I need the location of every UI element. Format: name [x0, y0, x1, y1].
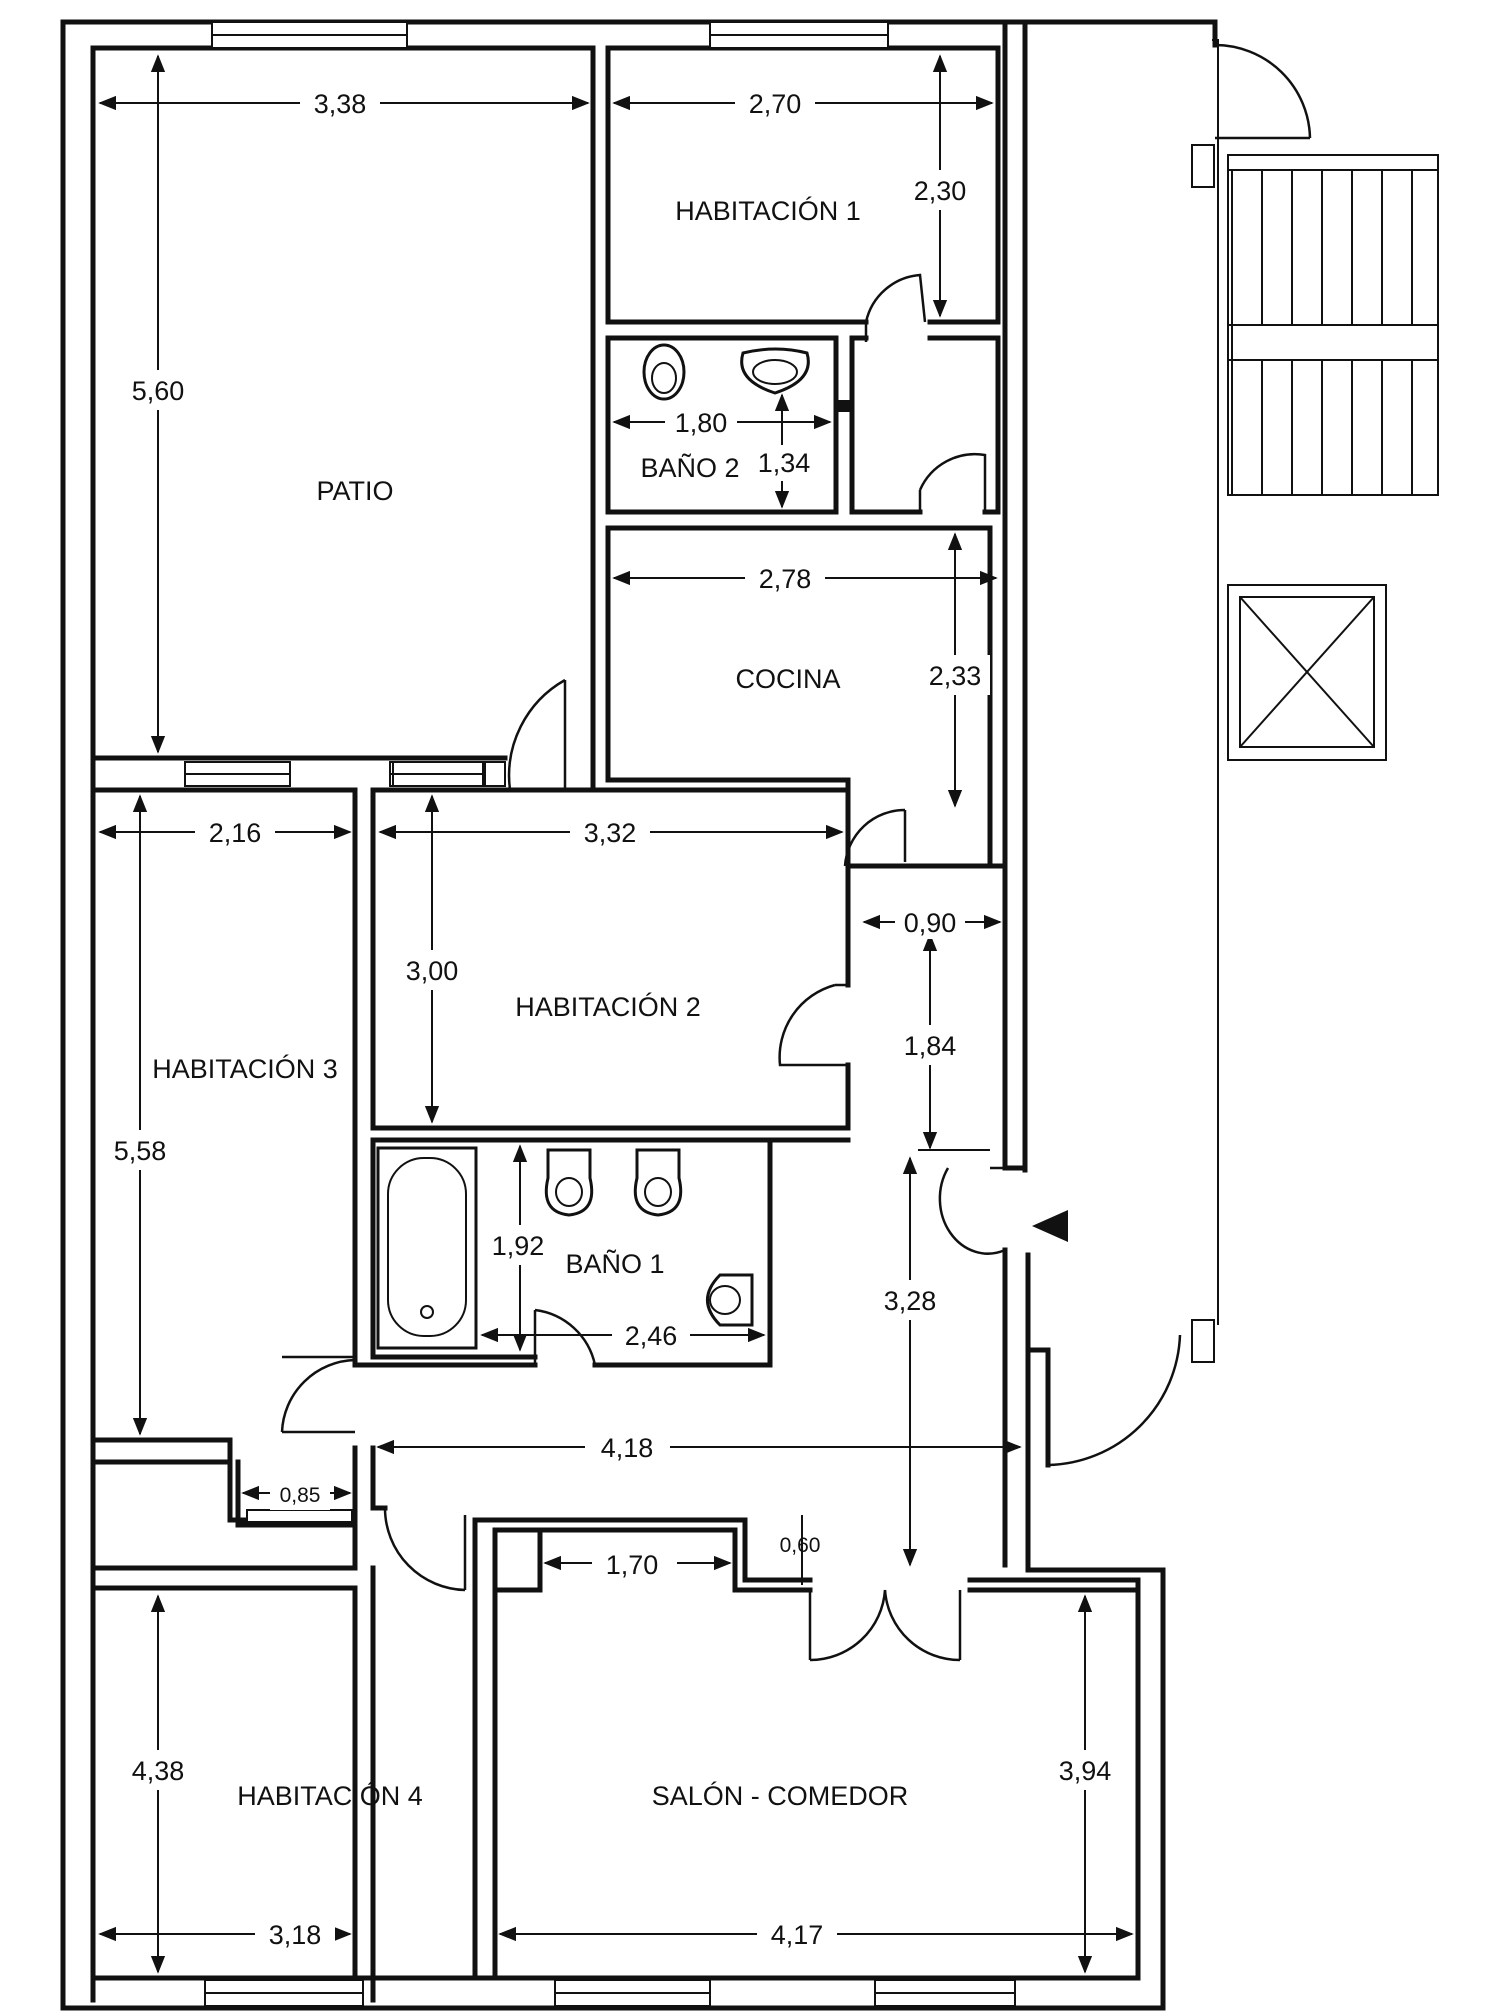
habitacion-3-height-label: 5,58	[114, 1136, 167, 1166]
patio-height-label: 5,60	[132, 376, 185, 406]
salon-double-door	[808, 1589, 962, 1662]
entry-arrow-icon	[1032, 1210, 1068, 1242]
habitacion-1-label: HABITACIÓN 1	[675, 195, 861, 226]
bano-2-room	[605, 335, 1001, 515]
habitacion-1-height-label: 2,30	[914, 176, 967, 206]
hall-area	[862, 863, 1008, 1151]
habitacion-2-width-label: 3,32	[584, 818, 637, 848]
cocina-label: COCINA	[735, 664, 840, 694]
habitacion-3-room	[90, 787, 358, 1571]
patio-width-label: 3,38	[314, 89, 367, 119]
bano-1-sink	[706, 1273, 754, 1327]
habitacion-1-door	[864, 273, 927, 342]
habitacion-4-room	[90, 1585, 364, 2007]
bano-2-side-door	[918, 452, 987, 512]
habitacion-3-label: HABITACIÓN 3	[152, 1053, 338, 1084]
hall-height-label: 1,84	[904, 1031, 957, 1061]
bano-1-label: BAÑO 1	[565, 1248, 664, 1279]
cocina-door	[843, 808, 907, 867]
habitacion-2-label: HABITACIÓN 2	[515, 991, 701, 1022]
habitacion-2-room	[370, 761, 851, 1131]
entry-door	[938, 1166, 1006, 1255]
corridor-area	[352, 1156, 1068, 2003]
habitacion-2-height-label: 3,00	[406, 956, 459, 986]
patio-room	[90, 21, 596, 793]
salon-comedor-label: SALÓN - COMEDOR	[652, 1780, 909, 1811]
habitacion-4-door	[383, 1507, 467, 1592]
habitacion-1-room	[605, 21, 1001, 342]
bano-2-sink	[740, 347, 810, 395]
hall-width-label: 0,90	[904, 908, 957, 938]
salon-niche-depth-label: 0,60	[780, 1534, 821, 1557]
salon-niche-width-label: 1,70	[606, 1550, 659, 1580]
habitacion-2-door	[778, 983, 848, 1067]
habitacion-3-width-label: 2,16	[209, 818, 262, 848]
closet-width-label: 0,85	[280, 1484, 321, 1507]
bano-1-room	[352, 1125, 851, 1368]
cocina-room	[590, 525, 998, 869]
bano-2-label: BAÑO 2	[640, 452, 739, 483]
bano-2-height-label: 1,34	[758, 448, 811, 478]
bano-1-width-label: 2,46	[625, 1321, 678, 1351]
bano-1-height-label: 1,92	[492, 1231, 545, 1261]
cocina-width-label: 2,78	[759, 564, 812, 594]
corridor-height-label: 3,28	[884, 1286, 937, 1316]
patio-label: PATIO	[316, 476, 393, 506]
staircase	[1227, 154, 1439, 496]
landing-door-bottom	[1047, 1334, 1182, 1467]
habitacion-4-label: HABITACIÓN 4	[237, 1780, 423, 1811]
salon-comedor-room	[472, 1515, 1141, 2007]
salon-width-label: 4,17	[771, 1920, 824, 1950]
cocina-height-label: 2,33	[929, 661, 982, 691]
stair-landing	[1025, 39, 1439, 1468]
habitacion-4-width-label: 3,18	[269, 1920, 322, 1950]
habitacion-3-closet-window	[246, 1509, 353, 1523]
landing-door-top	[1214, 43, 1312, 140]
bano-2-width-label: 1,80	[675, 408, 728, 438]
bathtub	[376, 1146, 478, 1350]
habitacion-3-door	[280, 1355, 356, 1434]
corridor-width-label: 4,18	[601, 1433, 654, 1463]
habitacion-1-width-label: 2,70	[749, 89, 802, 119]
bano-1-door	[533, 1308, 597, 1366]
salon-height-label: 3,94	[1059, 1756, 1112, 1786]
outer-walls	[60, 19, 1218, 2011]
patio-door	[507, 678, 567, 791]
elevator-shaft	[1227, 584, 1387, 761]
habitacion-4-height-label: 4,38	[132, 1756, 185, 1786]
bano-2-bidet	[642, 343, 686, 401]
